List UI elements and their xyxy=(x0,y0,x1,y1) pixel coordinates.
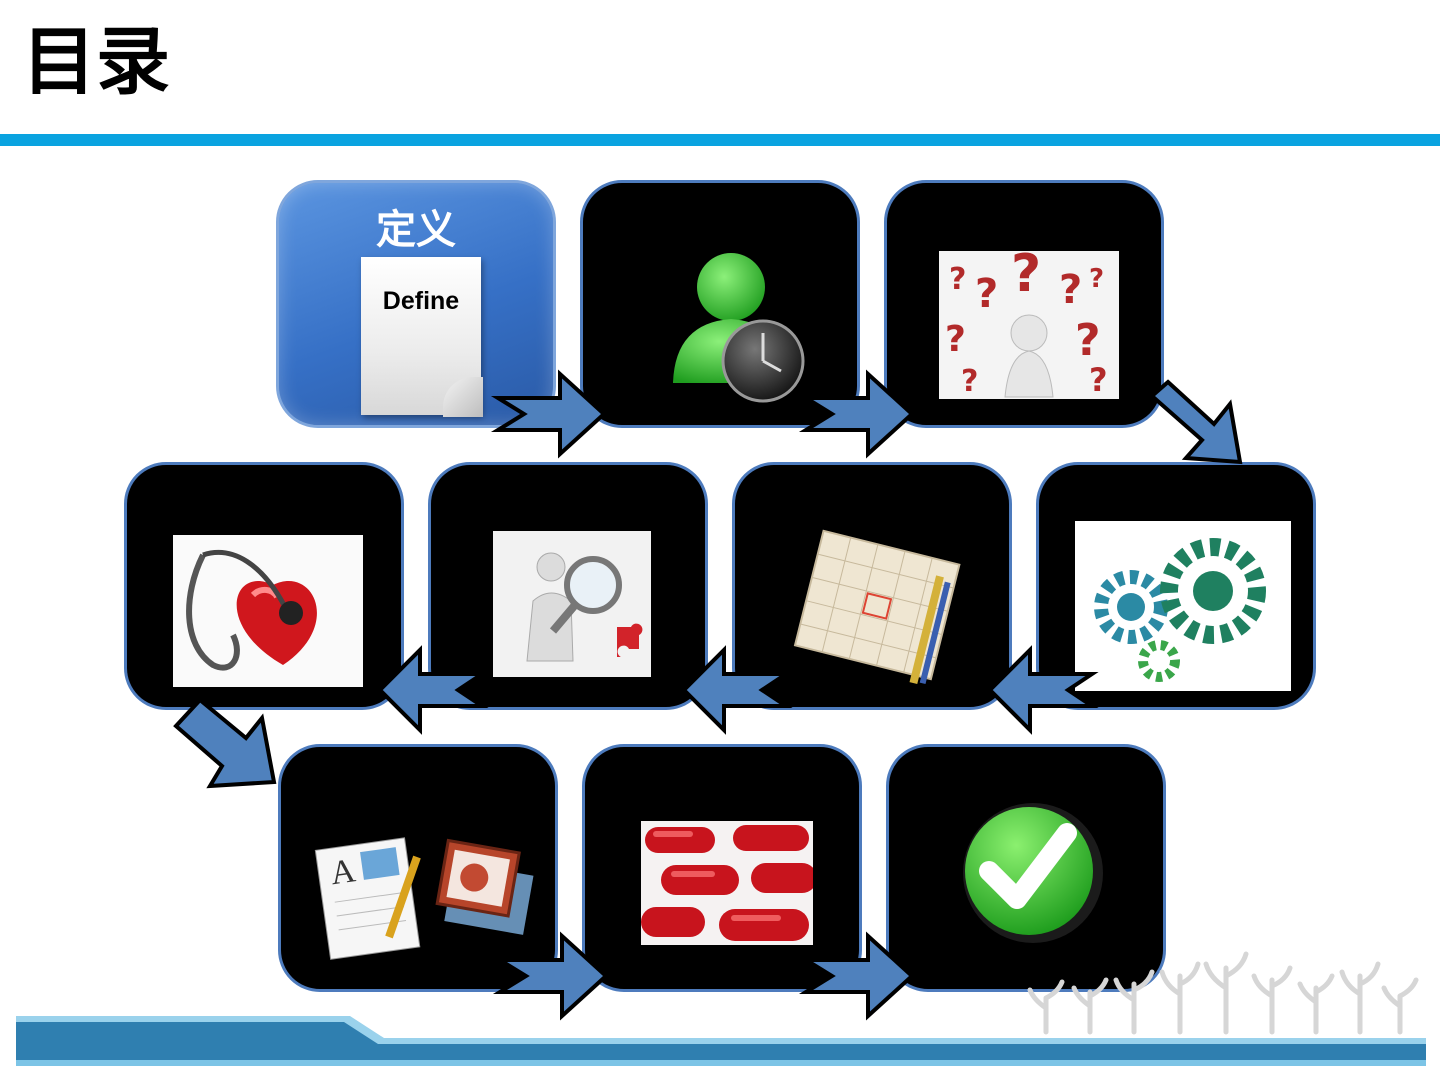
arrow-1-2 xyxy=(490,369,607,459)
sprout-decoration xyxy=(1027,951,1419,1035)
arrow-5-6 xyxy=(681,645,793,735)
step-4[interactable] xyxy=(1036,462,1316,710)
svg-text:?: ? xyxy=(1089,264,1104,294)
arrow-8-9 xyxy=(492,931,609,1021)
question-marks-icon: ? ? ? ? ? ? ? ? ? xyxy=(939,251,1119,399)
documents-icon: A xyxy=(314,837,534,960)
user-clock-icon xyxy=(673,253,805,403)
pills-icon xyxy=(641,821,813,945)
svg-text:?: ? xyxy=(1059,267,1082,313)
footer-band-base xyxy=(16,1060,1426,1066)
arrow-4-5 xyxy=(987,645,1099,735)
calendar-icon xyxy=(793,529,961,685)
document-icon: Define xyxy=(361,257,483,417)
step-8[interactable]: A xyxy=(278,744,558,992)
step-9[interactable] xyxy=(582,744,862,992)
svg-text:?: ? xyxy=(961,364,978,399)
step-3[interactable]: ? ? ? ? ? ? ? ? ? xyxy=(884,180,1164,428)
step-6[interactable] xyxy=(428,462,708,710)
arrow-3-4 xyxy=(1148,379,1243,465)
gears-icon xyxy=(1075,521,1291,691)
step-5[interactable] xyxy=(732,462,1012,710)
step-define-label: 定义 xyxy=(376,207,456,253)
step-10[interactable] xyxy=(886,744,1166,992)
svg-text:?: ? xyxy=(1011,251,1041,304)
footer-band-dark xyxy=(16,1022,1426,1060)
arrow-7-8 xyxy=(173,697,277,789)
checkmark-icon xyxy=(963,803,1103,943)
arrow-9-10 xyxy=(798,931,915,1021)
svg-text:A: A xyxy=(328,852,358,892)
svg-text:?: ? xyxy=(1089,361,1108,399)
arrow-2-3 xyxy=(798,369,915,459)
step-define-sublabel: Define xyxy=(382,287,460,315)
step-define[interactable]: 定义 Define xyxy=(276,180,556,428)
svg-text:?: ? xyxy=(975,271,998,317)
magnifier-puzzle-icon xyxy=(493,531,651,677)
arrow-6-7 xyxy=(377,645,489,735)
svg-text:?: ? xyxy=(949,262,966,297)
footer-decoration xyxy=(16,951,1426,1066)
stethoscope-heart-icon xyxy=(173,535,363,687)
svg-text:?: ? xyxy=(945,319,966,360)
step-7[interactable] xyxy=(124,462,404,710)
title-divider xyxy=(0,134,1440,146)
page-title: 目录 xyxy=(22,19,170,105)
step-2[interactable] xyxy=(580,180,860,428)
svg-text:?: ? xyxy=(1075,315,1101,366)
